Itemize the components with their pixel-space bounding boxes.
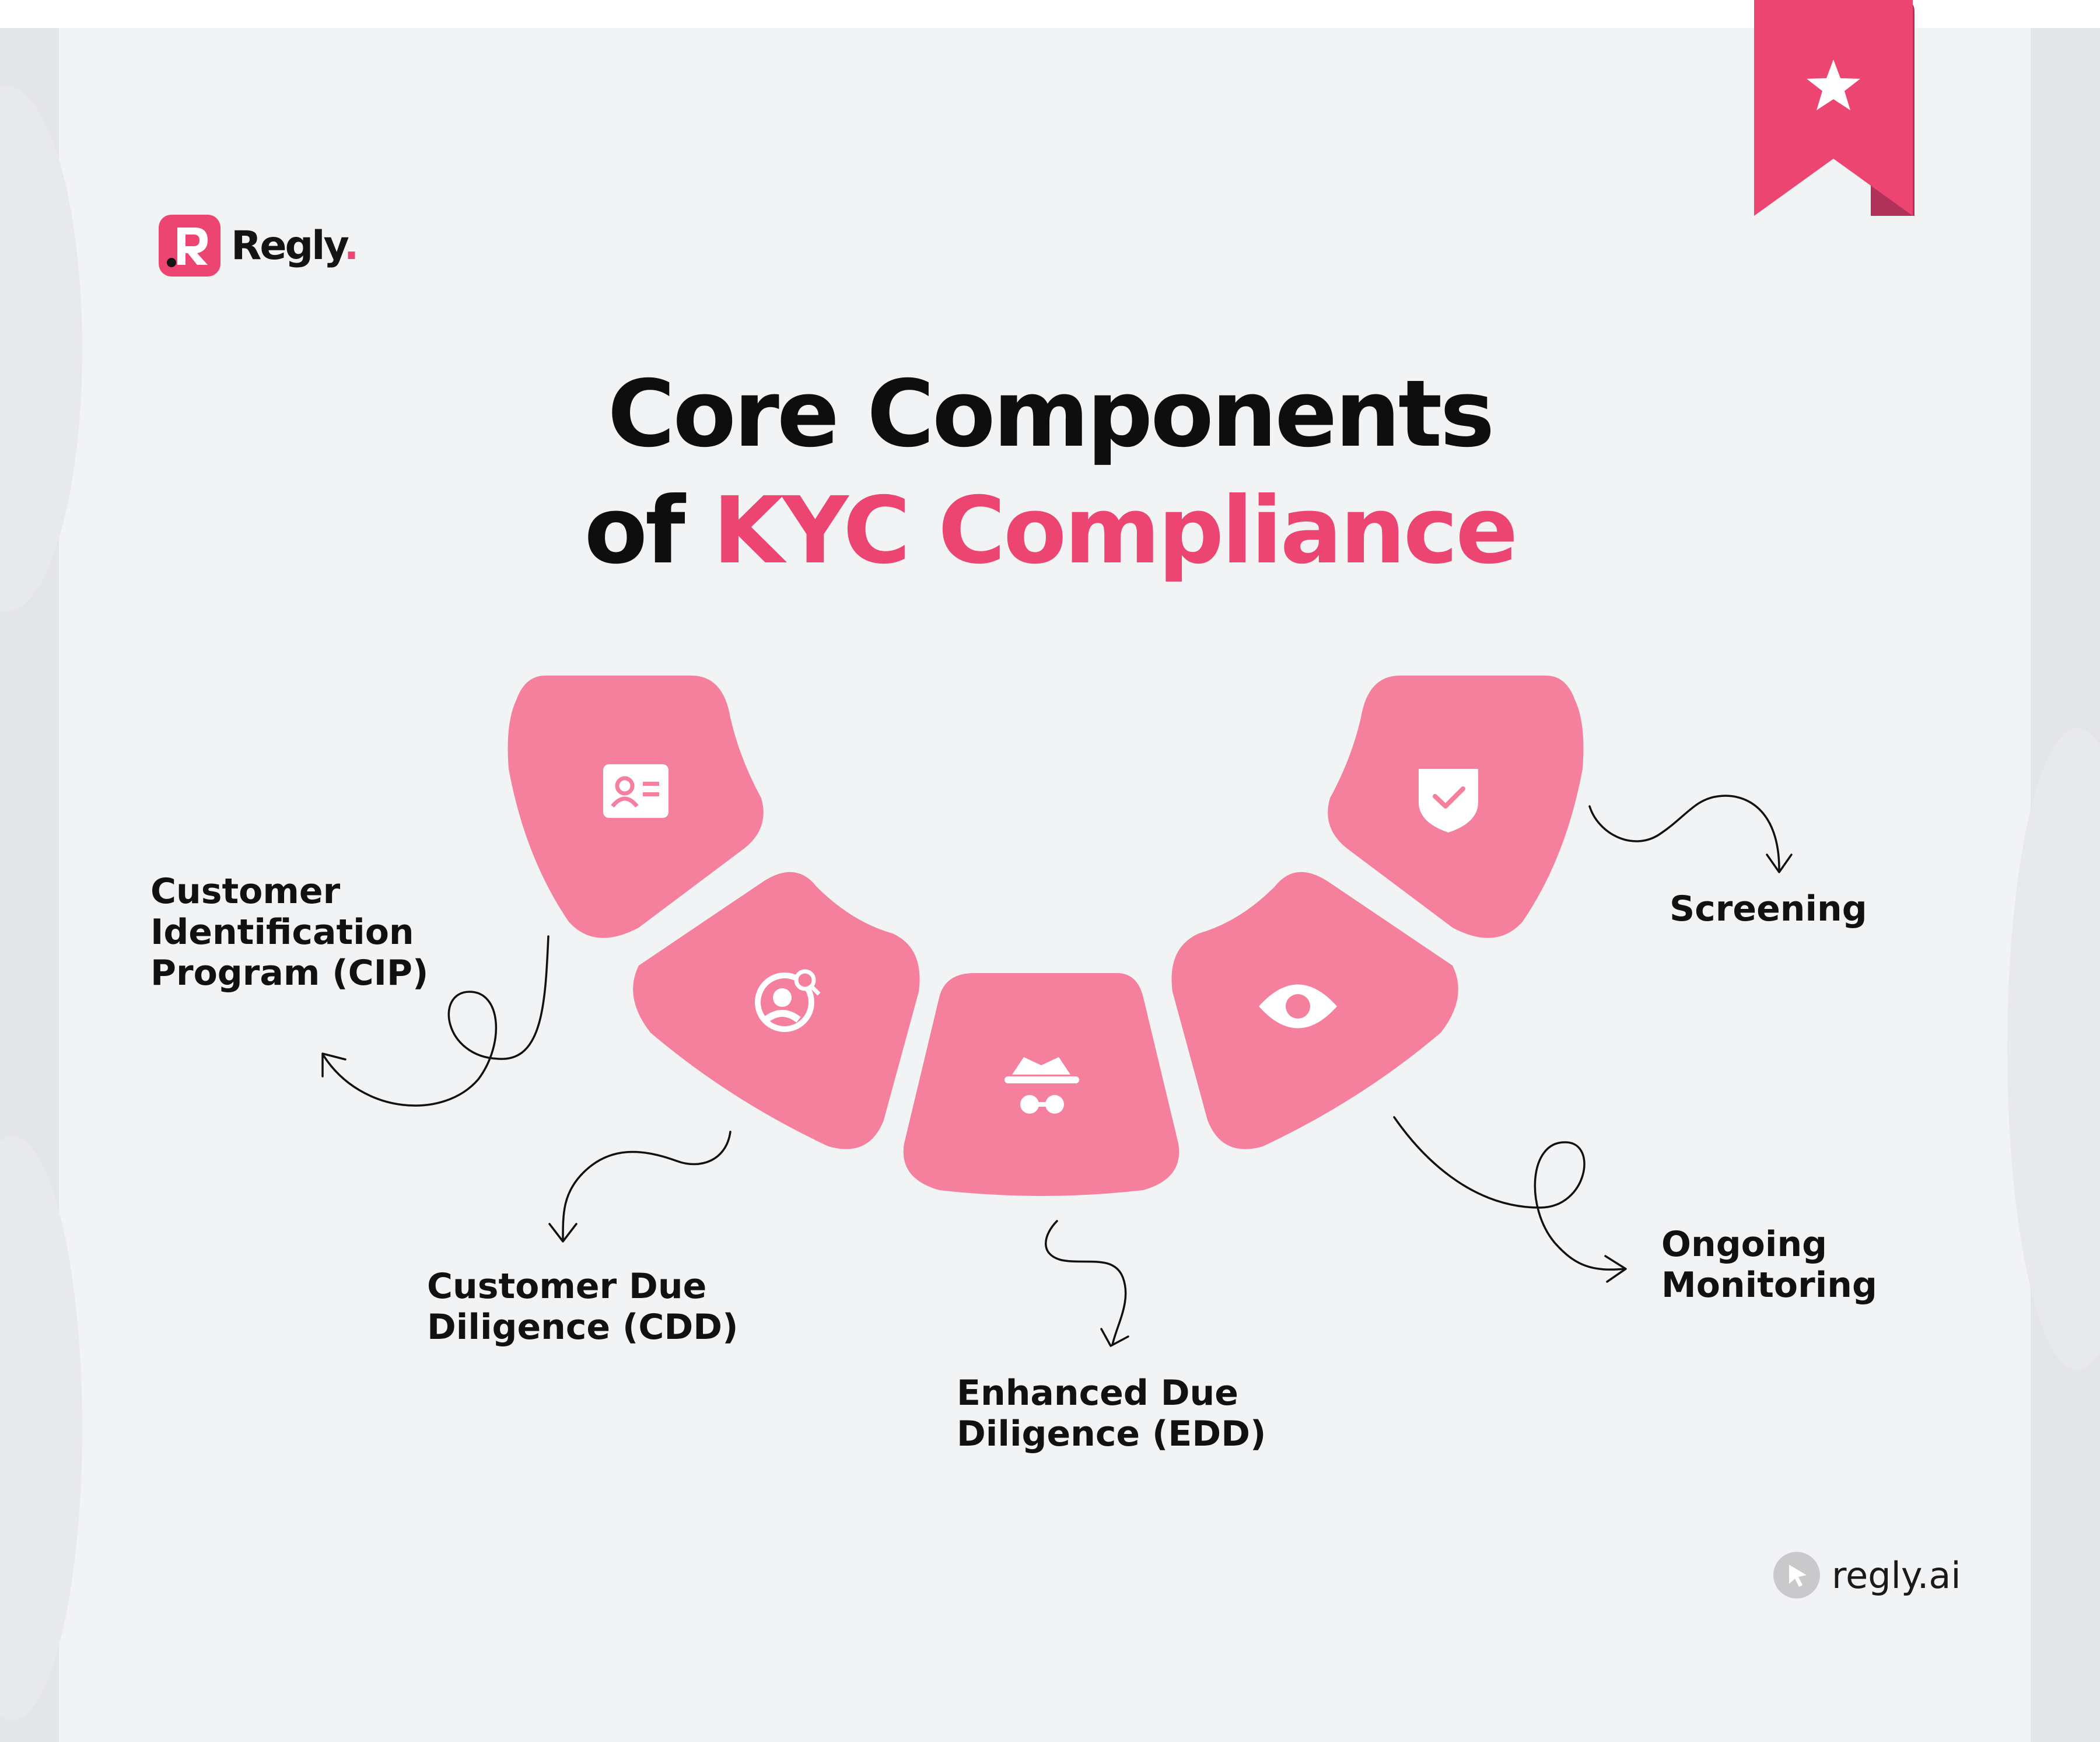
search-user-icon — [755, 969, 821, 1032]
top-strip — [0, 0, 2100, 28]
shield-check-icon — [1419, 769, 1478, 832]
label-cip: Customer Identification Program (CIP) — [150, 871, 429, 994]
brand-logo: Regly. — [159, 215, 359, 277]
ribbon-body — [1754, 0, 1913, 216]
background-panel — [0, 28, 2100, 1742]
title-highlight: KYC Compliance — [712, 477, 1518, 585]
id-card-icon — [603, 764, 668, 818]
incognito-icon — [1005, 1057, 1079, 1114]
arrow-cdd — [562, 1131, 732, 1241]
eye-icon — [1259, 984, 1337, 1029]
arrowhead-screening — [1766, 853, 1793, 873]
star-icon — [1807, 60, 1860, 110]
segment-edd — [903, 973, 1180, 1196]
bookmark-ribbon — [1754, 0, 1915, 216]
title-prefix: of — [584, 477, 713, 585]
title-line-2: of KYC Compliance — [0, 473, 2100, 589]
logo-wordmark: Regly. — [231, 222, 359, 269]
arrowhead-cdd — [548, 1223, 578, 1243]
label-screening: Screening — [1670, 889, 1867, 929]
logo-dot: . — [344, 222, 359, 269]
logo-r-glyph — [167, 228, 208, 267]
arrow-monitoring — [1393, 1116, 1626, 1271]
page-title: Core Components of KYC Compliance — [0, 356, 2100, 589]
footer-site: regly.ai — [1773, 1552, 1961, 1598]
arrow-cip — [323, 935, 550, 1107]
logo-r-icon — [159, 215, 220, 277]
arrow-screening — [1588, 795, 1780, 870]
footer-url: regly.ai — [1832, 1554, 1961, 1597]
label-cdd: Customer Due Diligence (CDD) — [427, 1266, 738, 1348]
label-edd: Enhanced Due Diligence (EDD) — [957, 1373, 1266, 1454]
cursor-icon — [1773, 1552, 1820, 1598]
label-monitoring: Ongoing Monitoring — [1661, 1224, 1877, 1306]
arrowhead-edd — [1100, 1328, 1129, 1347]
arrowhead-monitoring — [1604, 1255, 1627, 1283]
logo-name: Regly — [231, 222, 346, 269]
title-line-1: Core Components — [607, 361, 1494, 468]
arrow-edd — [1045, 1220, 1127, 1346]
arrowhead-cip — [321, 1052, 346, 1078]
